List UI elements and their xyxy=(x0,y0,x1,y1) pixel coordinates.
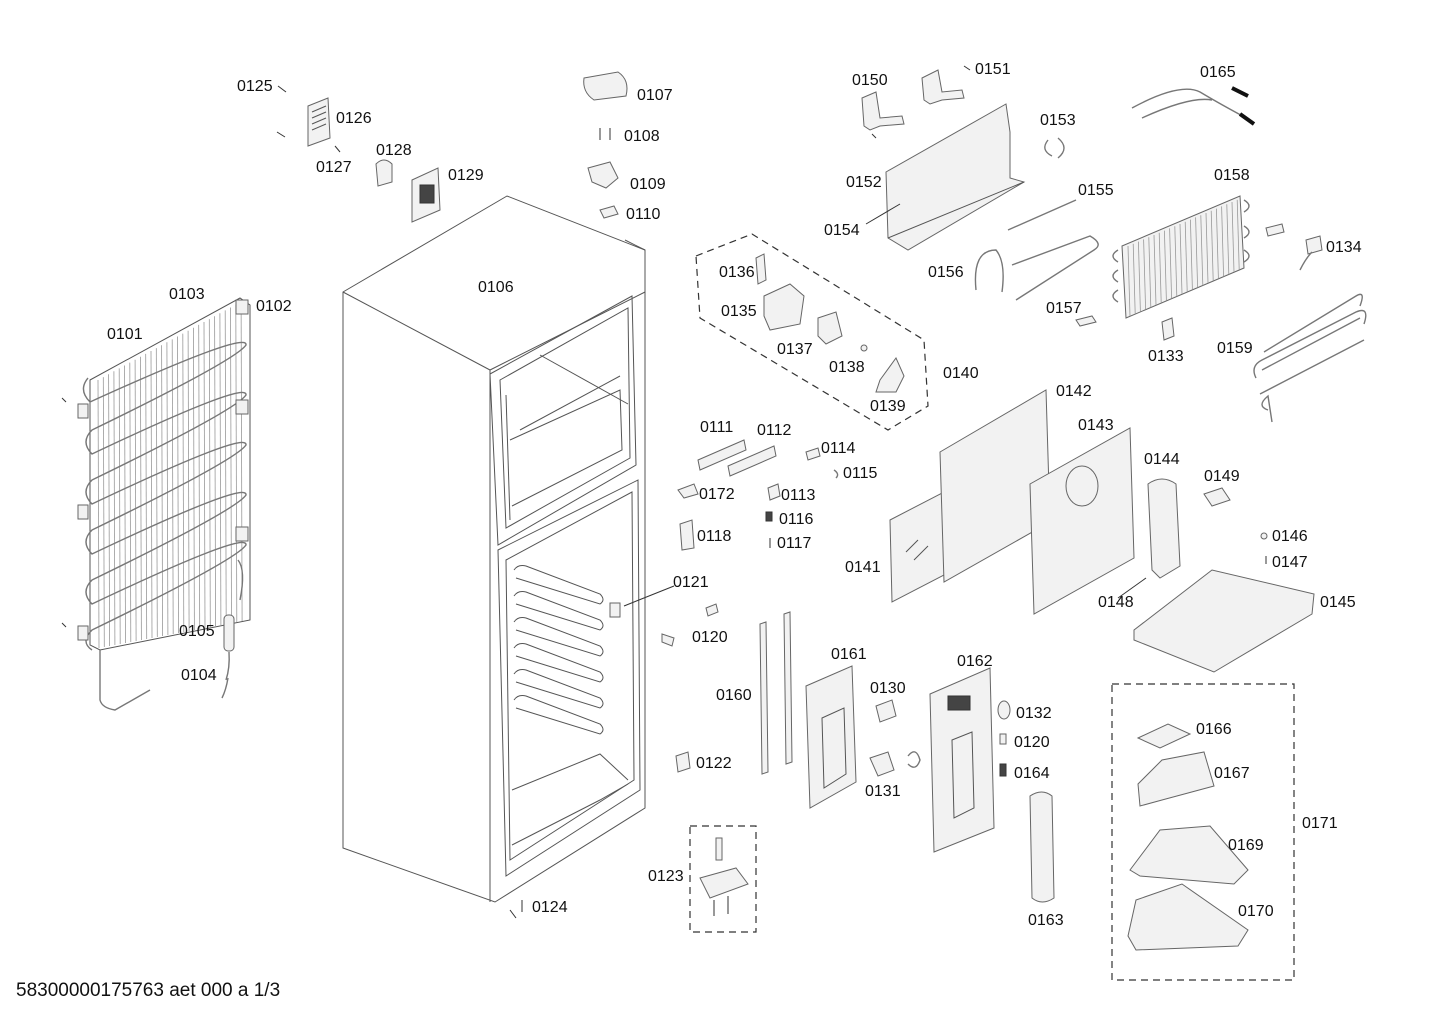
part-label-0128: 0128 xyxy=(376,142,412,159)
part-label-0163: 0163 xyxy=(1028,912,1064,929)
part-label-0148: 0148 xyxy=(1098,594,1134,611)
part-label-0104: 0104 xyxy=(181,667,217,684)
part-label-0134: 0134 xyxy=(1326,239,1362,256)
part-label-0151: 0151 xyxy=(975,61,1011,78)
part-label-0172: 0172 xyxy=(699,486,735,503)
part-label-0127: 0127 xyxy=(316,159,352,176)
small-parts-top xyxy=(276,71,628,223)
part-label-0120: 0120 xyxy=(1014,734,1050,751)
part-label-0112: 0112 xyxy=(757,422,792,439)
part-label-0130: 0130 xyxy=(870,680,906,697)
door-hinge-group xyxy=(1111,683,1295,981)
part-label-0167: 0167 xyxy=(1214,765,1250,782)
part-label-0135: 0135 xyxy=(721,303,757,320)
part-label-0156: 0156 xyxy=(928,264,964,281)
part-label-0154: 0154 xyxy=(824,222,860,239)
small-parts-middle xyxy=(509,439,839,933)
fan-assembly-group xyxy=(695,233,929,431)
part-label-0101: 0101 xyxy=(107,326,143,343)
drawing-id-footer: 58300000175763 aet 000 a 1/3 xyxy=(16,980,281,1001)
part-label-0114: 0114 xyxy=(821,440,856,457)
part-label-0113: 0113 xyxy=(781,487,816,504)
part-label-0171: 0171 xyxy=(1302,815,1338,832)
part-label-0139: 0139 xyxy=(870,398,906,415)
part-label-0157: 0157 xyxy=(1046,300,1082,317)
part-label-0124: 0124 xyxy=(532,899,568,916)
part-label-0146: 0146 xyxy=(1272,528,1308,545)
part-label-0152: 0152 xyxy=(846,174,882,191)
part-label-0149: 0149 xyxy=(1204,468,1240,485)
part-label-0110: 0110 xyxy=(626,206,661,223)
door-strips-and-trims xyxy=(759,611,1055,903)
part-label-0150: 0150 xyxy=(852,72,888,89)
part-label-0165: 0165 xyxy=(1200,64,1236,81)
part-label-0129: 0129 xyxy=(448,167,484,184)
part-label-0136: 0136 xyxy=(719,264,755,281)
part-label-0131: 0131 xyxy=(865,783,901,800)
part-label-0111: 0111 xyxy=(700,419,733,436)
part-label-0122: 0122 xyxy=(696,755,732,772)
part-label-0169: 0169 xyxy=(1228,837,1264,854)
part-label-0158: 0158 xyxy=(1214,167,1250,184)
part-label-0133: 0133 xyxy=(1148,348,1184,365)
part-label-0162: 0162 xyxy=(957,653,993,670)
part-label-0141: 0141 xyxy=(845,559,881,576)
evaporator-covers xyxy=(889,389,1315,673)
part-label-0115: 0115 xyxy=(843,465,878,482)
evaporator xyxy=(1112,195,1367,423)
filter-drier xyxy=(221,614,235,699)
part-label-0160: 0160 xyxy=(716,687,752,704)
part-label-0103: 0103 xyxy=(169,286,205,303)
part-label-0118: 0118 xyxy=(697,528,732,545)
part-labels: 0101 0102 0103 0104 0105 0106 0107 0108 0109 0110… xyxy=(107,61,1362,929)
part-label-0166: 0166 xyxy=(1196,721,1232,738)
part-label-0125: 0125 xyxy=(237,78,273,95)
part-label-0143: 0143 xyxy=(1078,417,1114,434)
part-label-0109: 0109 xyxy=(630,176,666,193)
part-label-0138: 0138 xyxy=(829,359,865,376)
part-label-0159: 0159 xyxy=(1217,340,1253,357)
part-label-0164: 0164 xyxy=(1014,765,1050,782)
refrigerator-cabinet xyxy=(342,195,646,903)
part-label-0147: 0147 xyxy=(1272,554,1308,571)
condenser-coil xyxy=(61,297,251,711)
part-label-0102: 0102 xyxy=(256,298,292,315)
part-label-0153: 0153 xyxy=(1040,112,1076,129)
part-label-0155: 0155 xyxy=(1078,182,1114,199)
part-label-0123: 0123 xyxy=(648,868,684,885)
part-label-0107: 0107 xyxy=(637,87,673,104)
part-label-0132: 0132 xyxy=(1016,705,1052,722)
part-label-0108: 0108 xyxy=(624,128,660,145)
part-label-0170: 0170 xyxy=(1238,903,1274,920)
part-label-0144: 0144 xyxy=(1144,451,1180,468)
part-label-0145: 0145 xyxy=(1320,594,1356,611)
part-label-0120: 0120 xyxy=(692,629,728,646)
part-label-0137: 0137 xyxy=(777,341,813,358)
part-label-0121: 0121 xyxy=(673,574,709,591)
part-label-0142: 0142 xyxy=(1056,383,1092,400)
part-label-0117: 0117 xyxy=(777,535,812,552)
part-label-0126: 0126 xyxy=(336,110,372,127)
part-label-0116: 0116 xyxy=(779,511,814,528)
part-label-0161: 0161 xyxy=(831,646,867,663)
part-label-0140: 0140 xyxy=(943,365,979,382)
part-label-0106: 0106 xyxy=(478,279,514,296)
evaporator-section-top xyxy=(861,65,1256,327)
part-label-0105: 0105 xyxy=(179,623,215,640)
